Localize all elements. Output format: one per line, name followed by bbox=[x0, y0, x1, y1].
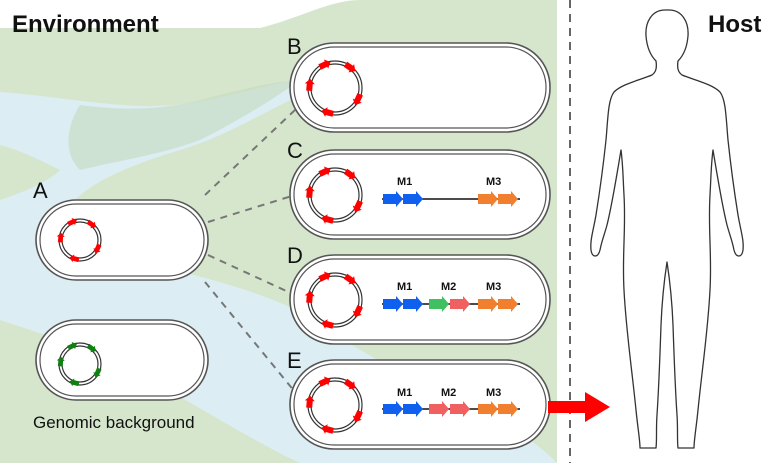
plasmid-gene-arrow bbox=[318, 166, 331, 177]
module-m3 bbox=[478, 191, 518, 207]
plasmid-gene-arrow bbox=[321, 214, 335, 224]
plasmid bbox=[304, 166, 363, 224]
plasmid-gene-arrow bbox=[318, 376, 331, 387]
module-m3 bbox=[478, 401, 518, 417]
host-title: Host bbox=[708, 11, 761, 38]
module-m2 bbox=[429, 401, 470, 417]
plasmid-gene-arrow bbox=[56, 232, 65, 243]
panel-letter-d: D bbox=[287, 243, 303, 268]
plasmid-gene-arrow bbox=[343, 378, 356, 390]
plasmid-gene-arrow bbox=[304, 395, 315, 409]
panel-letter-c: C bbox=[287, 138, 303, 163]
marker-label-m1: M1 bbox=[397, 387, 412, 399]
plasmid-gene-arrow bbox=[318, 271, 331, 282]
gene-arrow bbox=[478, 401, 498, 417]
background-plasmid bbox=[56, 341, 102, 387]
gene-arrow bbox=[383, 296, 403, 312]
plasmid-gene-arrow bbox=[321, 319, 335, 329]
module-m1 bbox=[383, 296, 423, 312]
gene-arrow bbox=[403, 191, 423, 207]
gene-arrow bbox=[383, 191, 403, 207]
plasmid-gene-arrow bbox=[93, 243, 102, 254]
plasmid-gene-arrow bbox=[69, 378, 80, 387]
connector-a-c bbox=[207, 194, 296, 223]
plasmid-gene-arrow bbox=[67, 341, 77, 351]
connector-a-d bbox=[207, 254, 296, 296]
plasmid-gene-arrow bbox=[67, 217, 77, 227]
environment-title: Environment bbox=[12, 11, 159, 38]
human-host-icon bbox=[590, 9, 744, 449]
plasmid bbox=[304, 376, 363, 434]
gene-arrow bbox=[403, 296, 423, 312]
gene-arrow bbox=[450, 401, 470, 417]
cell-d: M1 M2 M3 bbox=[289, 254, 551, 345]
plasmid-gene-arrow bbox=[343, 168, 356, 180]
plasmid-gene-arrow bbox=[318, 59, 331, 70]
transfer-to-host-arrow bbox=[548, 392, 610, 422]
gene-arrow bbox=[478, 191, 498, 207]
cell-b bbox=[289, 42, 551, 133]
plasmid-gene-arrow bbox=[352, 305, 363, 318]
plasmid-gene-arrow bbox=[352, 93, 363, 106]
marker-label-m3: M3 bbox=[486, 176, 501, 188]
gene-arrow bbox=[429, 401, 449, 417]
marker-label-m2: M2 bbox=[441, 387, 456, 399]
marker-label-m1: M1 bbox=[397, 176, 412, 188]
gene-arrow bbox=[498, 401, 518, 417]
gene-arrow bbox=[383, 401, 403, 417]
marker-label-m2: M2 bbox=[441, 281, 456, 293]
panel-letter-e: E bbox=[287, 348, 302, 373]
genomic-background-label: Genomic background bbox=[33, 413, 195, 432]
plasmid-gene-arrow bbox=[56, 356, 65, 367]
cell-genomic-background bbox=[35, 319, 209, 401]
marker-label-m3: M3 bbox=[486, 387, 501, 399]
cell-a bbox=[35, 199, 209, 281]
module-m3 bbox=[478, 296, 518, 312]
panel-letter-b: B bbox=[287, 34, 302, 59]
gene-arrow bbox=[403, 401, 423, 417]
plasmid-gene-arrow bbox=[352, 200, 363, 213]
gene-arrow bbox=[478, 296, 498, 312]
module-m2 bbox=[429, 296, 470, 312]
plasmid bbox=[304, 271, 363, 329]
plasmid-gene-arrow bbox=[321, 424, 335, 434]
plasmid-gene-arrow bbox=[352, 410, 363, 423]
plasmid-gene-arrow bbox=[304, 185, 315, 199]
panel-letter-a: A bbox=[33, 178, 48, 203]
cell-c: M1 M3 bbox=[289, 149, 551, 240]
plasmid bbox=[56, 217, 102, 263]
river-bank bbox=[68, 80, 300, 170]
plasmid-gene-arrow bbox=[93, 367, 102, 378]
plasmid-gene-arrow bbox=[304, 78, 315, 92]
marker-label-m3: M3 bbox=[486, 281, 501, 293]
gene-arrow bbox=[450, 296, 470, 312]
plasmid-gene-arrow bbox=[343, 273, 356, 285]
marker-label-m1: M1 bbox=[397, 281, 412, 293]
plasmid-gene-arrow bbox=[343, 61, 356, 73]
plasmid-gene-arrow bbox=[86, 219, 96, 229]
connector-a-e bbox=[204, 281, 296, 393]
plasmid bbox=[304, 59, 363, 117]
module-m1 bbox=[383, 401, 423, 417]
plasmid-gene-arrow bbox=[304, 290, 315, 304]
plasmid-gene-arrow bbox=[321, 107, 335, 117]
cell-e: M1 M2 M3 bbox=[289, 359, 551, 450]
gene-arrow bbox=[429, 296, 449, 312]
gene-arrow bbox=[498, 296, 518, 312]
plasmid-gene-arrow bbox=[69, 254, 80, 263]
lineage-connectors bbox=[204, 109, 296, 393]
gene-arrow bbox=[498, 191, 518, 207]
plasmid-gene-arrow bbox=[86, 343, 96, 353]
module-m1 bbox=[383, 191, 423, 207]
